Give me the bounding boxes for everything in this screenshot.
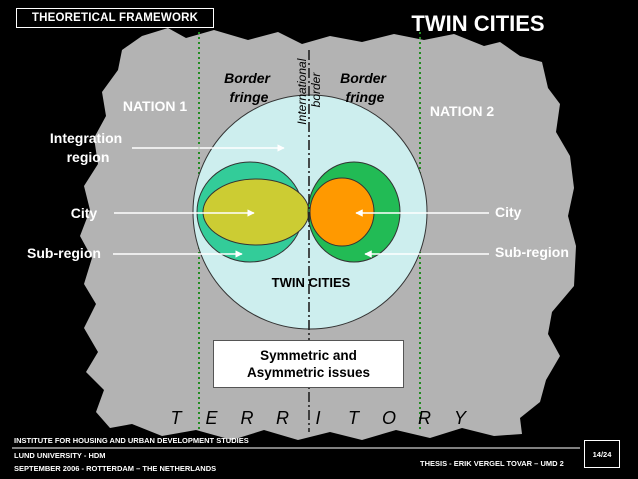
page-number: 14/24	[584, 440, 620, 468]
territory-letter: I	[315, 408, 320, 428]
territory-letter: E	[205, 408, 218, 428]
footer-thesis: THESIS - ERIK VERGEL TOVAR – UMD 2	[420, 459, 564, 468]
subregion-right-label: Sub-region	[495, 244, 569, 260]
territory-letter: R	[241, 408, 254, 428]
territory-letter: O	[382, 408, 396, 428]
territory-letter: T	[171, 408, 184, 428]
territory-letter: R	[276, 408, 289, 428]
nation-left-label: NATION 1	[123, 98, 188, 114]
note-box-line-1: Symmetric and	[260, 348, 357, 363]
footer-date-location: SEPTEMBER 2006 - ROTTERDAM – THE NETHERL…	[14, 464, 217, 473]
note-box-line-2: Asymmetric issues	[246, 365, 371, 380]
city-right-shape	[309, 177, 375, 247]
international-border-label: International border	[295, 55, 323, 124]
nation-right-label: NATION 2	[430, 103, 495, 119]
border-fringe-left-label: Border fringe	[224, 70, 274, 105]
territory-letter: R	[418, 408, 431, 428]
section-badge: THEORETICAL FRAMEWORK	[16, 8, 214, 28]
city-left-label: City	[71, 205, 98, 221]
city-right-label: City	[495, 204, 522, 220]
page-title: TWIN CITIES	[411, 11, 545, 36]
territory-letter: Y	[454, 408, 468, 428]
border-fringe-right-label: Border fringe	[340, 70, 390, 105]
twin-cities-inner-label: TWIN CITIES	[272, 275, 351, 290]
city-left-shape	[202, 178, 310, 246]
integration-region-label: Integration region	[50, 130, 126, 165]
subregion-left-label: Sub-region	[27, 245, 101, 261]
footer-university: LUND UNIVERSITY - HDM	[14, 451, 106, 460]
territory-letter: T	[348, 408, 361, 428]
footer-institute: INSTITUTE FOR HOUSING AND URBAN DEVELOPM…	[14, 436, 249, 445]
symmetric-issues-box: Symmetric and Asymmetric issues	[213, 340, 404, 388]
